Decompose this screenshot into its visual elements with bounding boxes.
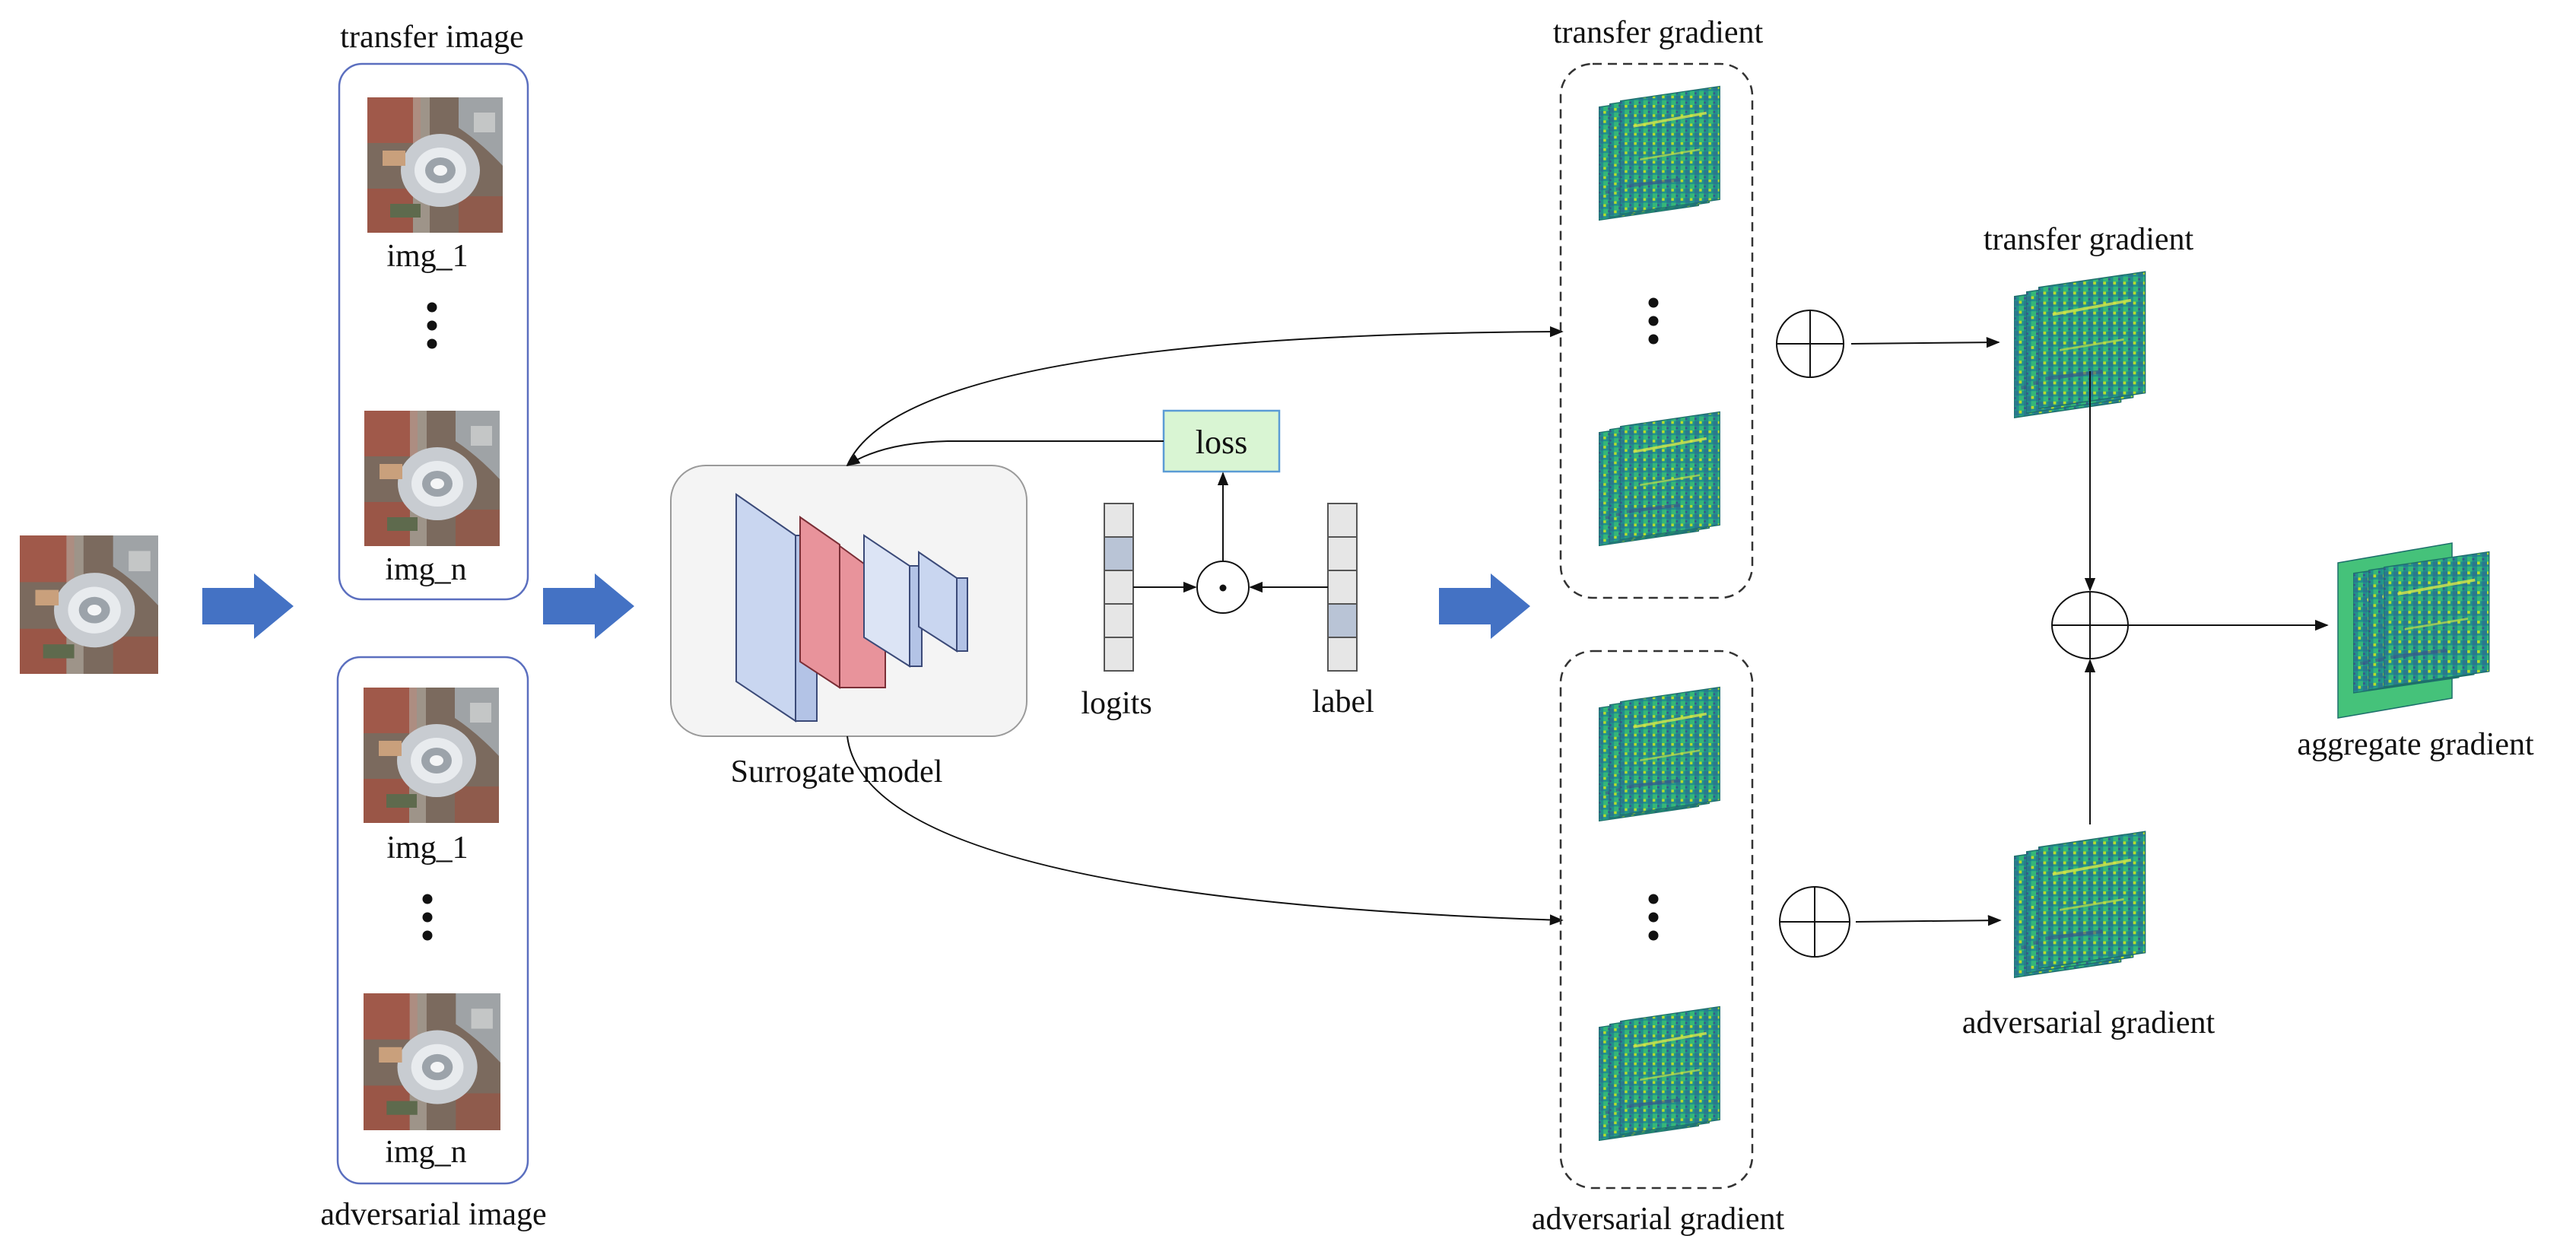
model-to-transfer-gradient-arrow (846, 326, 1564, 466)
adversarial-img-n-label: img_n (385, 1135, 466, 1170)
adversarial-gradient-group-label: adversarial gradient (1532, 1202, 1785, 1237)
loss-label: loss (1196, 424, 1247, 461)
adversarial-gradient-group (1559, 650, 1754, 1190)
adversarial-gradient-map-1 (1599, 688, 1720, 821)
logits-vector (1104, 503, 1134, 672)
circle-plus-icon (2051, 591, 2129, 659)
ellipsis-dots (1648, 894, 1659, 941)
label-vector (1327, 503, 1358, 672)
ellipsis-dots (1648, 297, 1659, 345)
circle-plus-icon (1776, 310, 1844, 378)
adversarial-image-label: adversarial image (320, 1197, 546, 1232)
transfer-gradient-summed-map (2014, 272, 2146, 418)
ellipsis-dots (422, 894, 433, 941)
adversarial-gradient-map-n (1599, 1007, 1720, 1141)
aggregate-gradient-label: aggregate gradient (2297, 727, 2534, 762)
adversarial-img-n (364, 993, 500, 1130)
flow-arrow-icon (543, 573, 634, 639)
adversarial-gradient-summed-map (2014, 831, 2146, 977)
flow-arrow-icon (202, 573, 294, 639)
circle-plus-icon (1779, 886, 1850, 958)
transfer-img-n-label: img_n (385, 552, 466, 587)
adversarial-gradient-label: adversarial gradient (1962, 1005, 2215, 1040)
transfer-image-group (338, 62, 529, 601)
transfer-img-1 (367, 97, 503, 233)
transfer-gradient-group (1559, 62, 1754, 599)
flow-arrow-icon (1439, 573, 1530, 639)
logits-label: logits (1081, 686, 1151, 721)
model-to-adversarial-gradient-arrow (846, 735, 1564, 926)
transfer-image-label: transfer image (340, 20, 523, 55)
surrogate-model-label: Surrogate model (731, 754, 943, 789)
transfer-gradient-label: transfer gradient (1984, 222, 2194, 257)
adversarial-img-1 (364, 688, 499, 823)
transfer-gradient-map-1 (1599, 87, 1720, 221)
input-image (20, 535, 158, 674)
loss-backprop-arrow (846, 440, 1164, 466)
sum-to-transfer-gradient-arrow (1850, 336, 2000, 348)
adversarial-img-1-label: img_1 (386, 831, 468, 866)
sum-to-adversarial-gradient-arrow (1855, 914, 2002, 926)
adversarial-image-group (336, 656, 529, 1185)
dot-operator (1219, 584, 1227, 592)
network-layers-icon (735, 493, 968, 723)
transfer-gradient-map-n (1599, 412, 1720, 546)
aggregate-gradient-map (2337, 542, 2489, 719)
transfer-img-n (364, 411, 500, 546)
transfer-gradient-group-label: transfer gradient (1553, 15, 1764, 50)
loss-box (1162, 409, 1281, 473)
ellipsis-dots (427, 302, 437, 349)
label-label: label (1312, 685, 1374, 720)
transfer-img-1-label: img_1 (386, 239, 468, 274)
